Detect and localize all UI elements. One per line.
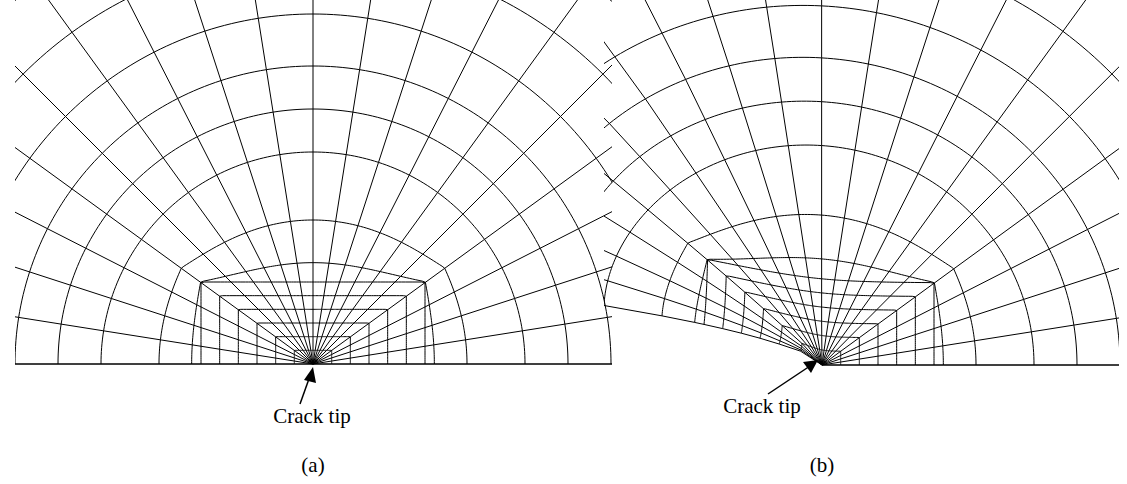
undeformed-mesh <box>15 0 612 364</box>
symmetry-line <box>15 364 612 365</box>
mesh-lines <box>604 0 1119 365</box>
leader-line <box>768 366 810 394</box>
callout-label: Crack tip <box>273 406 351 427</box>
deformed-mesh <box>604 0 1119 365</box>
arrow-head <box>803 360 818 373</box>
callout-label: Crack tip <box>723 396 801 417</box>
arrow-head <box>304 367 316 383</box>
symmetry-line <box>822 365 1119 366</box>
mesh-lines <box>15 0 612 364</box>
panel-label: (b) <box>810 455 835 476</box>
panel-label: (a) <box>301 455 324 476</box>
